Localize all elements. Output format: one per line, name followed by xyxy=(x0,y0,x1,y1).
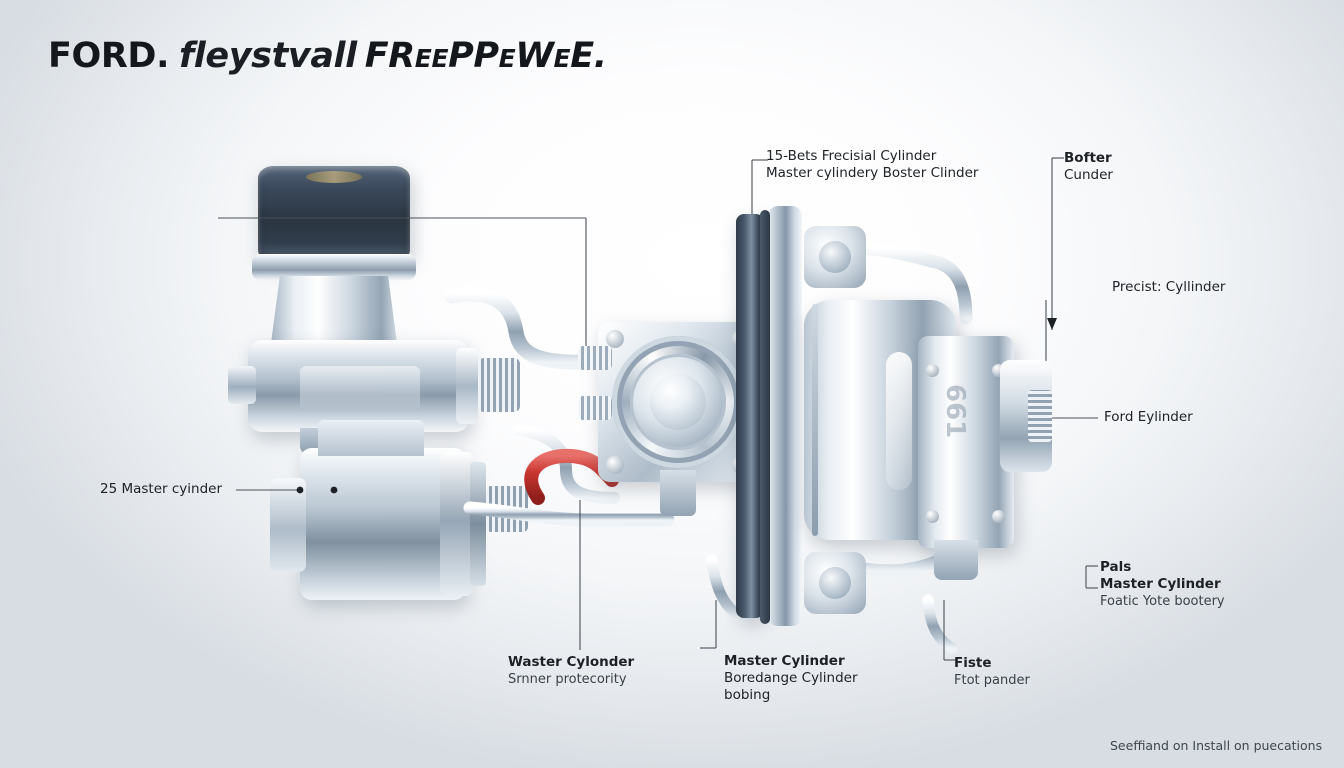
fitting-lower-round-center xyxy=(819,567,851,599)
pipe-right-down xyxy=(922,594,958,654)
right-housing-emboss-mark: 661 xyxy=(940,384,970,439)
pipe-lower-long xyxy=(463,501,675,527)
callout-right-middle-line1: Precist: Cyllinder xyxy=(1112,279,1226,295)
upper-cylinder-neck xyxy=(300,366,420,410)
booster-disc-rim xyxy=(768,206,802,626)
footer-note: Seeffiand on Install on puecations xyxy=(1110,738,1323,753)
upper-cylinder-left-stub xyxy=(228,366,256,404)
callout-bottom-center-line3: bobing xyxy=(724,687,771,703)
callout-bottom-center: Master Cylinder Boredange Cylinder bobin… xyxy=(724,653,858,704)
booster-bolt-bottom-left xyxy=(606,456,624,474)
callout-top-center: 15-Bets Frecisial Cylinder Master cylind… xyxy=(766,148,978,182)
callout-bottom-left-line2: Srnner protecority xyxy=(508,672,627,687)
fitting-upper-round-center xyxy=(819,241,851,273)
reservoir-collar xyxy=(252,254,416,280)
manifold-stub-lower xyxy=(578,396,612,420)
booster-drum-seam-left xyxy=(812,304,818,536)
right-housing-bolt-tl xyxy=(926,364,939,377)
callout-bottom-right-line1: Fiste xyxy=(954,655,992,671)
callout-top-center-line2: Master cylindery Boster Clinder xyxy=(766,165,979,181)
booster-diaphragm-plate xyxy=(736,214,764,618)
pipe-upper xyxy=(444,286,604,370)
lower-drum-ring xyxy=(440,452,474,596)
right-housing-lower-neck xyxy=(934,540,978,580)
callout-right-lower: Pals Master Cylinder Foatic Yote bootery xyxy=(1100,559,1225,610)
upper-cylinder-flange xyxy=(456,348,478,424)
lower-drum-endplate xyxy=(470,462,486,586)
callout-top-right-line1: Bofter xyxy=(1064,150,1112,166)
callout-right-ford-line1: Ford Eylinder xyxy=(1104,409,1193,425)
spline-fitting-upper xyxy=(478,358,520,412)
callout-bottom-center-line1: Master Cylinder xyxy=(724,653,845,669)
callout-left-master-line1: 25 Master cyinder xyxy=(100,481,223,497)
callout-bottom-right-line2: Ftot pander xyxy=(954,673,1030,688)
callout-right-lower-line1: Pals xyxy=(1100,559,1132,575)
right-housing-bolt-bl xyxy=(926,510,939,523)
booster-dome-center xyxy=(650,374,706,430)
title-brand: FORD. xyxy=(48,36,169,76)
pipe-right-top xyxy=(829,241,973,325)
lower-drum-left-cap xyxy=(270,478,306,572)
title-caps-word: FReePPeWeE. xyxy=(364,36,607,76)
callout-right-middle: Precist: Cyllinder xyxy=(1112,279,1225,296)
callout-left-master: 25 Master cyinder xyxy=(100,481,222,498)
title-italic-word: fleystvall xyxy=(178,36,357,76)
pipe-mid xyxy=(514,424,620,504)
callout-bottom-center-line2: Boredange Cylinder xyxy=(724,670,858,686)
callout-bottom-left: Waster Cylonder Srnner protecority xyxy=(508,654,634,688)
callout-bottom-left-line1: Waster Cylonder xyxy=(508,654,635,670)
callout-right-lower-line3: Foatic Yote bootery xyxy=(1100,594,1225,609)
callout-top-right: Bofter Cunder xyxy=(1064,150,1113,184)
right-housing-bolt-br xyxy=(992,510,1005,523)
callout-top-center-line1: 15-Bets Frecisial Cylinder xyxy=(766,148,937,164)
lower-drum-body xyxy=(300,448,466,600)
booster-drum-highlight xyxy=(886,352,912,490)
lower-drum-top-neck xyxy=(318,420,424,456)
callout-bottom-right: Fiste Ftot pander xyxy=(954,655,1030,689)
booster-disc-shadow-gap xyxy=(760,210,770,624)
callout-right-ford: Ford Eylinder xyxy=(1104,409,1193,426)
callout-top-right-line2: Cunder xyxy=(1064,167,1113,183)
booster-lower-port xyxy=(660,470,696,516)
booster-bolt-top-left xyxy=(606,330,624,348)
right-end-cap-spline xyxy=(1028,390,1052,442)
manifold-stub-upper xyxy=(578,346,612,370)
reservoir-cap-emblem xyxy=(306,171,362,183)
callout-right-lower-line2: Master Cylinder xyxy=(1100,576,1221,592)
